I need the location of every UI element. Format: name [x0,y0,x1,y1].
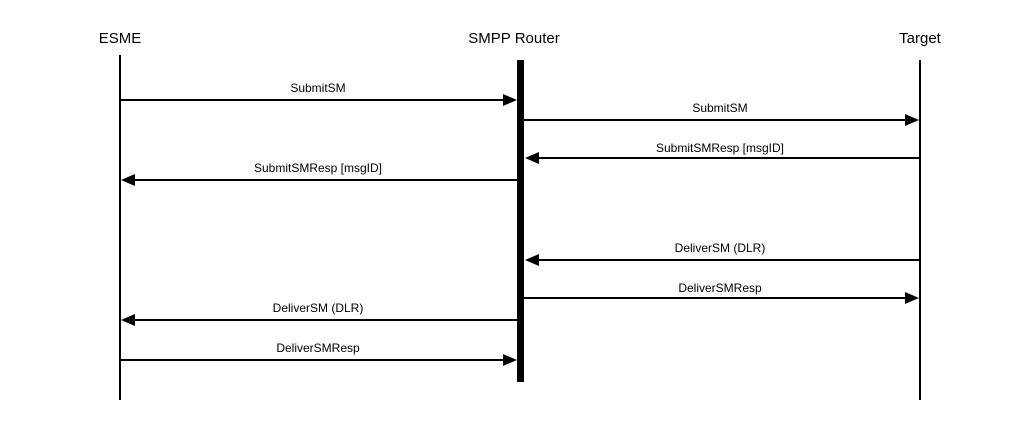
arrow-head-left-3 [525,152,539,164]
arrow-head-left-4 [121,174,135,186]
message-6: DeliverSMResp [524,281,919,304]
message-5: DeliverSM (DLR) [525,241,920,266]
arrow-head-right-1 [503,94,517,106]
arrow-head-right-2 [905,114,919,126]
message-label-3: SubmitSMResp [msgID] [656,141,784,155]
message-8: DeliverSMResp [120,341,517,366]
message-label-4: SubmitSMResp [msgID] [254,161,382,175]
message-label-1: SubmitSM [290,81,345,95]
message-2: SubmitSM [524,101,919,126]
lifeline-router-activation-bar [517,60,524,382]
message-7: DeliverSM (DLR) [121,301,517,326]
arrow-head-right-6 [905,292,919,304]
participant-label-router: SMPP Router [468,30,559,47]
message-label-8: DeliverSMResp [276,341,360,355]
message-label-2: SubmitSM [692,101,747,115]
message-label-5: DeliverSM (DLR) [675,241,766,255]
message-1: SubmitSM [120,81,517,106]
arrow-head-left-7 [121,314,135,326]
participant-label-esme: ESME [99,30,142,47]
arrow-head-right-8 [503,354,517,366]
message-4: SubmitSMResp [msgID] [121,161,517,186]
message-3: SubmitSMResp [msgID] [525,141,920,164]
message-label-7: DeliverSM (DLR) [273,301,364,315]
message-label-6: DeliverSMResp [678,281,762,295]
arrow-head-left-5 [525,254,539,266]
participant-label-target: Target [899,30,942,47]
